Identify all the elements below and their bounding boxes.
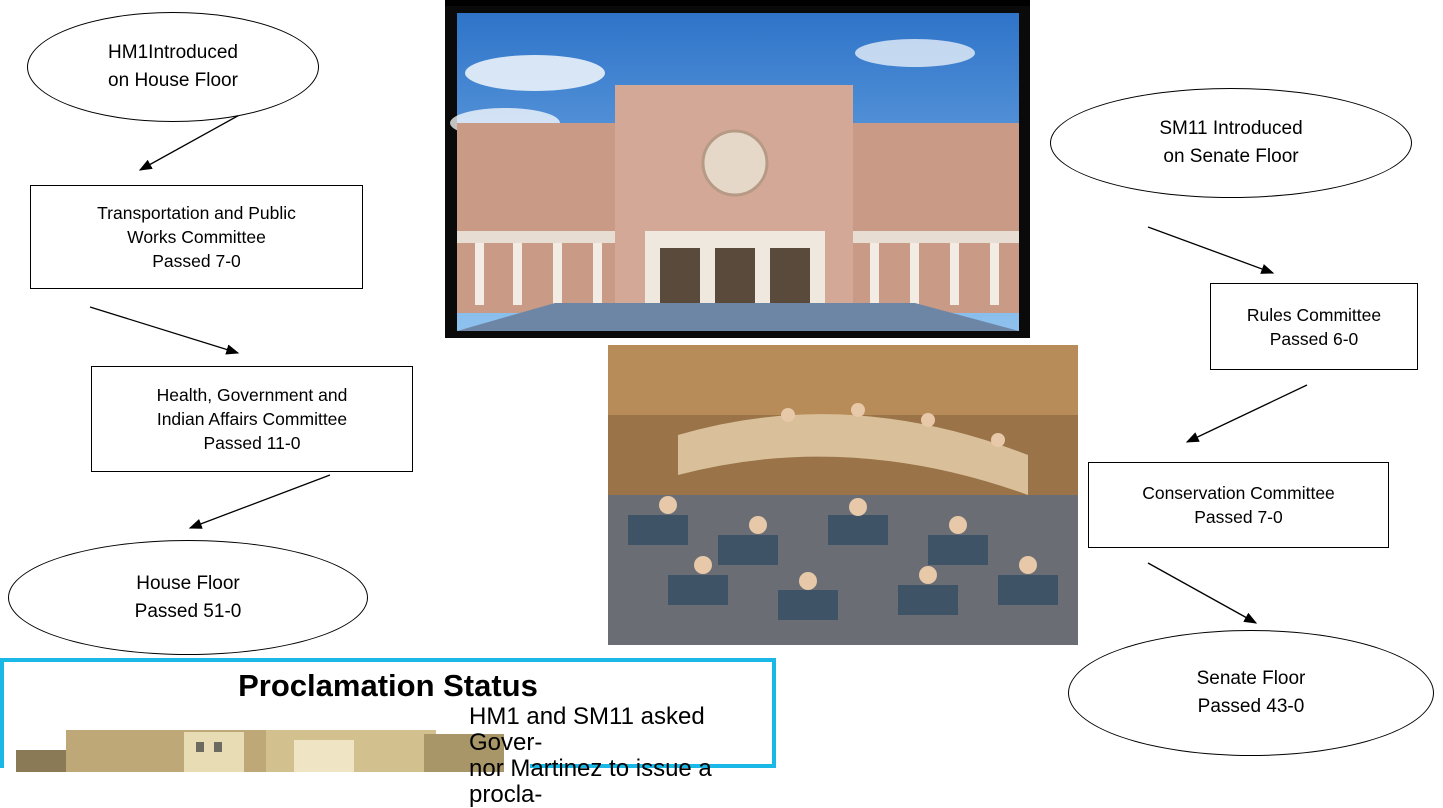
arrow-senate-1 xyxy=(1147,226,1275,274)
photo-top-band xyxy=(445,0,1030,6)
arrow-senate-2 xyxy=(1185,384,1308,443)
arrow-house-3 xyxy=(188,474,331,529)
capitol-building-photo xyxy=(445,3,1030,338)
senate-committee-1-node: Rules Committee Passed 6-0 xyxy=(1210,283,1418,370)
proclamation-text-content: HM1 and SM11 asked Gover- nor Martinez t… xyxy=(469,703,712,808)
senate-start-label: SM11 Introduced on Senate Floor xyxy=(1159,118,1303,167)
house-start-node: HM1Introduced on House Floor xyxy=(27,12,319,122)
proclamation-text: HM1 and SM11 asked Gover- nor Martinez t… xyxy=(469,704,759,808)
house-end-node: House Floor Passed 51-0 xyxy=(8,540,368,655)
arrow-house-1 xyxy=(138,112,244,171)
senate-start-node: SM11 Introduced on Senate Floor xyxy=(1050,88,1412,198)
proclamation-photo xyxy=(4,712,530,772)
senate-committee-2-node: Conservation Committee Passed 7-0 xyxy=(1088,462,1389,548)
house-end-label: House Floor Passed 51-0 xyxy=(134,572,242,622)
house-committee-1-node: Transportation and Public Works Committe… xyxy=(30,185,363,289)
flow-arrows xyxy=(89,112,1308,624)
senate-committee-1-label: Rules Committee Passed 6-0 xyxy=(1246,304,1382,349)
house-start-label: HM1Introduced on House Floor xyxy=(108,42,238,91)
proclamation-title: Proclamation Status xyxy=(238,668,538,703)
senate-committee-2-label: Conservation Committee Passed 7-0 xyxy=(1142,483,1335,527)
house-committee-2-node: Health, Government and Indian Affairs Co… xyxy=(91,366,413,472)
committee-hearing-photo xyxy=(608,345,1078,645)
house-committee-1-label: Transportation and Public Works Committe… xyxy=(97,203,296,271)
senate-end-node: Senate Floor Passed 43-0 xyxy=(1068,630,1434,756)
house-committee-2-label: Health, Government and Indian Affairs Co… xyxy=(156,385,348,453)
senate-end-label: Senate Floor Passed 43-0 xyxy=(1196,668,1306,717)
proclamation-panel: Proclamation Status HM1 and SM11 asked G… xyxy=(0,658,776,808)
arrow-house-2 xyxy=(89,306,240,355)
arrow-senate-3 xyxy=(1147,562,1258,624)
